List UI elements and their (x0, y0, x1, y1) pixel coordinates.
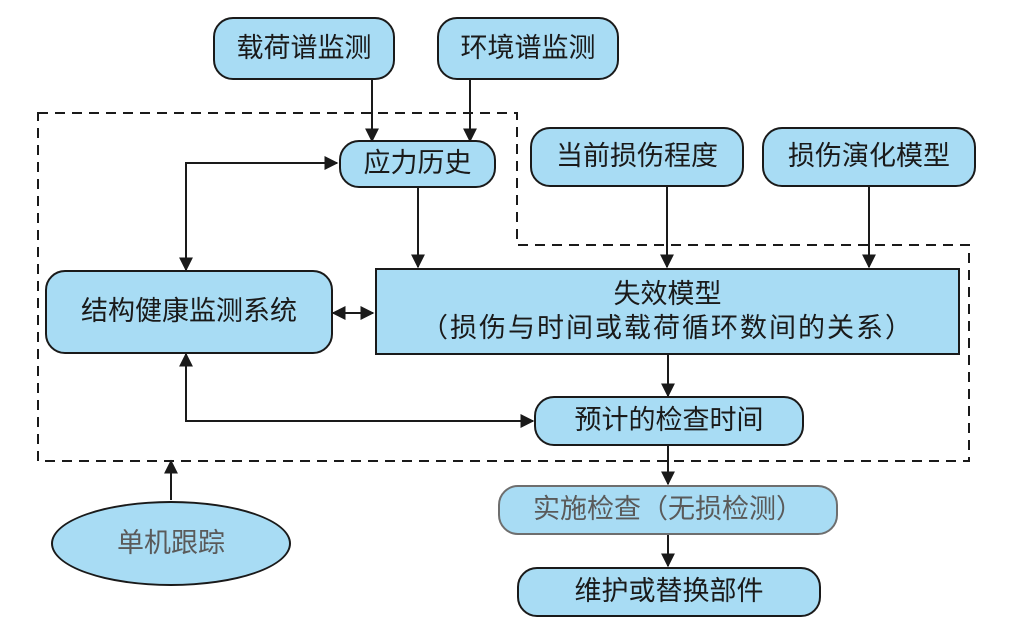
failure-model-title: 失效模型 (613, 278, 722, 310)
arrow-shm-inspection-bidirectional (179, 352, 535, 428)
single-tracking-node: 单机跟踪 (51, 501, 291, 586)
system-boundary-dashed (37, 112, 970, 462)
current-damage-node: 当前损伤程度 (530, 127, 744, 187)
damage-evolution-node: 损伤演化模型 (762, 127, 976, 187)
ndt-inspection-label: 实施检查（无损检测） (533, 494, 803, 526)
current-damage-label: 当前损伤程度 (556, 141, 718, 173)
damage-evolution-label: 损伤演化模型 (788, 141, 950, 173)
environment-spectrum-node: 环境谱监测 (437, 17, 619, 80)
ndt-inspection-node: 实施检查（无损检测） (498, 485, 838, 535)
shm-system-label: 结构健康监测系统 (81, 296, 297, 328)
environment-spectrum-label: 环境谱监测 (460, 32, 596, 64)
inspection-time-label: 预计的检查时间 (574, 405, 764, 437)
failure-model-subtitle: （损伤与时间或载荷循环数间的关系） (421, 312, 914, 344)
maintenance-label: 维护或替换部件 (574, 576, 764, 608)
failure-model-node: 失效模型 （损伤与时间或载荷循环数间的关系） (375, 268, 960, 355)
shm-system-node: 结构健康监测系统 (45, 270, 333, 354)
maintenance-node: 维护或替换部件 (517, 567, 821, 617)
stress-history-label: 应力历史 (363, 148, 472, 180)
load-spectrum-label: 载荷谱监测 (236, 32, 372, 64)
stress-history-node: 应力历史 (339, 140, 496, 188)
load-spectrum-node: 载荷谱监测 (213, 17, 395, 80)
single-tracking-label: 单机跟踪 (117, 527, 225, 559)
inspection-time-node: 预计的检查时间 (534, 396, 804, 446)
arrow-shm-stress-bidirectional (179, 156, 339, 272)
